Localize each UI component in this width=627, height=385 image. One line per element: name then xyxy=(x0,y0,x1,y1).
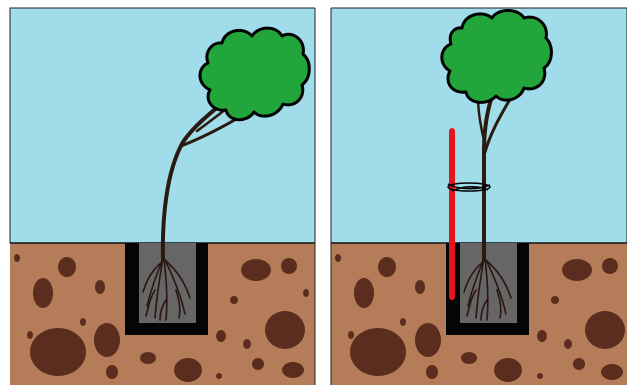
panel-left xyxy=(10,8,315,385)
support-stake xyxy=(449,128,455,300)
panel-divider xyxy=(315,0,331,385)
panel-right xyxy=(331,8,627,385)
